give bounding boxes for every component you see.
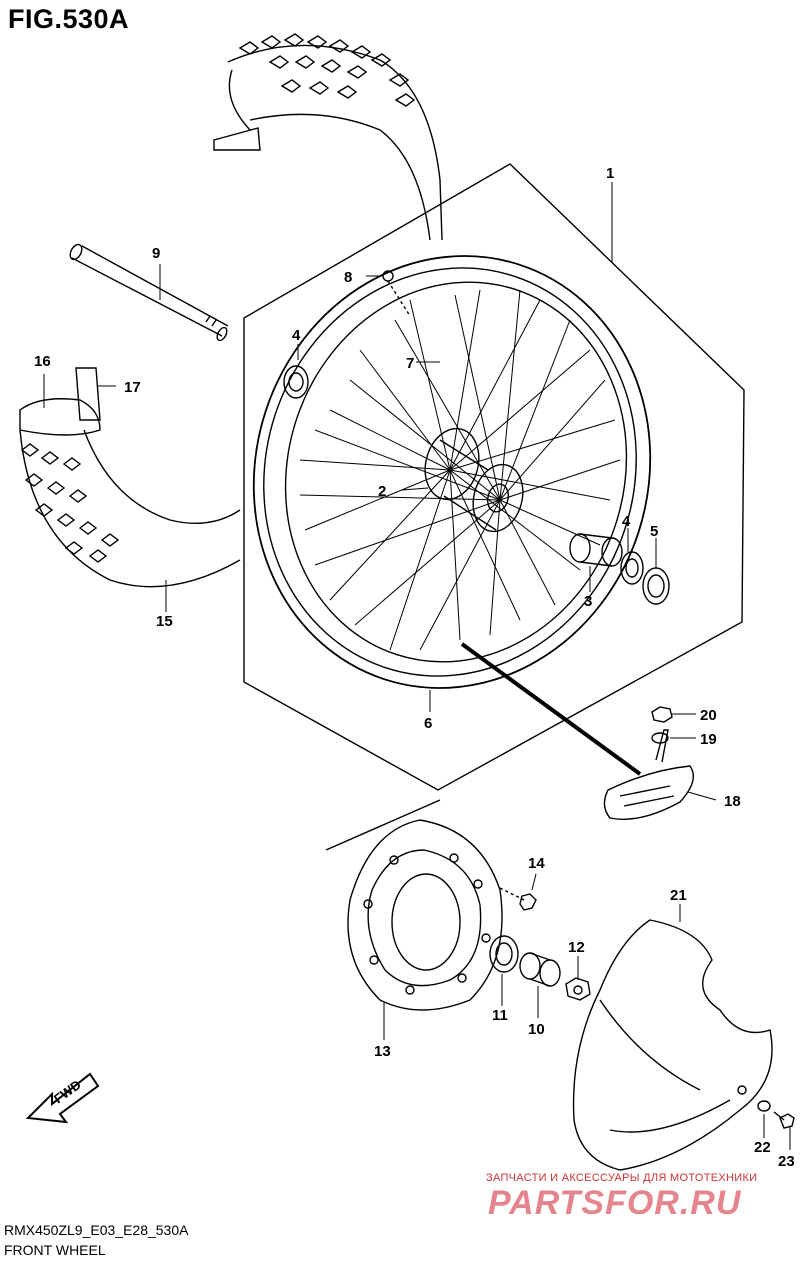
rim-lock [603, 729, 694, 820]
axle [69, 243, 229, 342]
tire-upper [213, 33, 443, 241]
callout-6: 6 [424, 715, 432, 732]
callout-9: 9 [152, 245, 160, 262]
callout-22: 22 [754, 1139, 771, 1156]
callout-1: 1 [606, 165, 614, 182]
callout-19: 19 [700, 731, 717, 748]
tire-lower [19, 367, 241, 588]
figure-title: FIG.530A [8, 4, 130, 34]
axle-nut [565, 977, 591, 1001]
callout-8: 8 [344, 269, 352, 286]
callout-14: 14 [528, 855, 545, 872]
callout-4a: 4 [292, 327, 301, 344]
leader-lines [43, 182, 791, 1150]
callout-18: 18 [724, 793, 741, 810]
hub [424, 427, 524, 533]
tire-lower-tread [20, 443, 120, 563]
callout-15: 15 [156, 613, 173, 630]
bearing-right [620, 551, 644, 585]
guard-bolt [773, 1111, 795, 1129]
callout-20: 20 [700, 707, 717, 724]
callout-23: 23 [778, 1153, 795, 1170]
fwd-arrow [25, 1072, 100, 1124]
callouts: 1 2 3 4 4 5 6 7 8 9 10 11 12 13 14 15 16… [34, 165, 795, 1170]
spacer-left [519, 952, 561, 987]
spokes [299, 289, 621, 651]
callout-10: 10 [528, 1021, 545, 1038]
callout-17: 17 [124, 379, 141, 396]
guard-washer [757, 1100, 771, 1112]
callout-11: 11 [492, 1007, 508, 1024]
callout-4b: 4 [622, 513, 631, 530]
watermark-logo: PARTSFOR.RU [488, 1184, 742, 1222]
spoke-nipple [382, 270, 411, 317]
washer [651, 732, 669, 744]
oil-seal-left [489, 935, 519, 973]
bearing-left [283, 365, 309, 399]
rim-lock-link [460, 642, 642, 776]
callout-3: 3 [584, 593, 592, 610]
callout-16: 16 [34, 353, 51, 370]
brake-disc [347, 819, 503, 1011]
disc-outline-line [325, 799, 441, 851]
assembly-outline [243, 163, 745, 791]
rim [252, 255, 652, 689]
callout-21: 21 [670, 887, 687, 904]
diagram-name: FRONT WHEEL [4, 1242, 106, 1258]
callout-12: 12 [568, 939, 585, 956]
disc-guard [572, 919, 773, 1171]
callout-5: 5 [650, 523, 658, 540]
spacer-collar [569, 533, 623, 567]
diagram-code: RMX450ZL9_E03_E28_530A [4, 1222, 189, 1238]
callout-2: 2 [378, 483, 386, 500]
callout-13: 13 [374, 1043, 391, 1060]
callout-7: 7 [406, 355, 414, 372]
disc-bolt [499, 887, 537, 911]
oil-seal-right [642, 567, 670, 605]
watermark-tagline: ЗАПЧАСТИ И АКСЕССУАРЫ ДЛЯ МОТОТЕХНИКИ [486, 1172, 758, 1184]
nut-valve [651, 706, 673, 723]
tire-upper-tread [238, 33, 416, 107]
